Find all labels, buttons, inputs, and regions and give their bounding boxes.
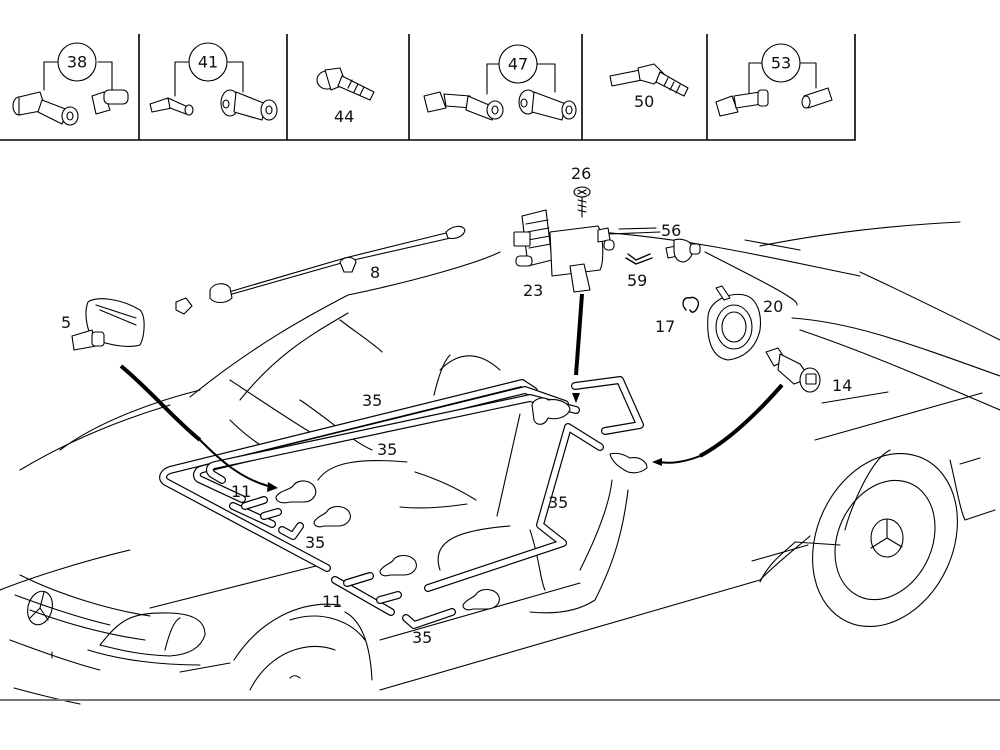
part-14[interactable] [765, 347, 821, 393]
variant-53[interactable]: 53 [715, 43, 833, 117]
callout-20: 20 [763, 297, 783, 316]
part-17[interactable] [682, 296, 700, 313]
part-label: 44 [334, 107, 354, 126]
washer-hoses [159, 376, 644, 629]
arrow-part14 [699, 383, 784, 458]
washer-nozzles [275, 397, 648, 611]
callout-17: 17 [655, 317, 675, 336]
callout-23: 23 [523, 281, 543, 300]
arrow-part23 [574, 293, 584, 376]
callout-label: 47 [508, 55, 528, 74]
callout-35: 35 [412, 628, 432, 647]
callout-11: 11 [231, 482, 251, 501]
part-56[interactable] [618, 227, 701, 263]
arrowhead [572, 393, 580, 403]
part-23[interactable] [513, 209, 615, 293]
callout-label: 53 [771, 54, 791, 73]
part-8[interactable] [175, 225, 466, 315]
arrowhead [267, 482, 278, 492]
nozzle [275, 480, 317, 504]
callout-35: 35 [548, 493, 568, 512]
callout-35: 35 [305, 533, 325, 552]
part-59[interactable] [625, 253, 653, 265]
callout-59: 59 [627, 271, 647, 290]
callout-56: 56 [661, 221, 681, 240]
variant-47[interactable]: 47 [423, 44, 577, 121]
nozzle [609, 452, 648, 474]
part-label: 50 [634, 92, 654, 111]
callout-5: 5 [61, 313, 71, 332]
part-26[interactable] [573, 186, 591, 218]
callout-label: 38 [67, 53, 87, 72]
part-20[interactable] [707, 285, 762, 361]
callout-11: 11 [322, 592, 342, 611]
nozzle [531, 397, 571, 425]
car-outline [0, 221, 1000, 705]
callout-35: 35 [377, 440, 397, 459]
panel-frame [0, 34, 856, 141]
nozzle [313, 505, 351, 528]
callout-label: 41 [198, 53, 218, 72]
variant-50[interactable]: 50 [609, 63, 689, 111]
part-5[interactable] [71, 298, 145, 351]
nozzle [462, 588, 500, 611]
mercedes-star-icon [27, 590, 53, 626]
variant-38[interactable]: 38 [12, 42, 129, 126]
variant-panel: 38 41 [0, 34, 856, 141]
variant-41[interactable]: 41 [149, 42, 278, 121]
callout-circle [498, 44, 538, 84]
callout-8: 8 [370, 263, 380, 282]
variant-44[interactable]: 44 [316, 67, 375, 126]
callout-35: 35 [362, 391, 382, 410]
callout-26: 26 [571, 164, 591, 183]
arrowhead [652, 458, 662, 466]
arrow-part5 [119, 364, 202, 442]
callout-14: 14 [832, 376, 852, 395]
nozzle [379, 554, 417, 577]
callout-circle [57, 42, 97, 82]
assembly-arrows [119, 293, 784, 492]
callout-circle [761, 43, 801, 83]
callout-circle [188, 42, 228, 82]
